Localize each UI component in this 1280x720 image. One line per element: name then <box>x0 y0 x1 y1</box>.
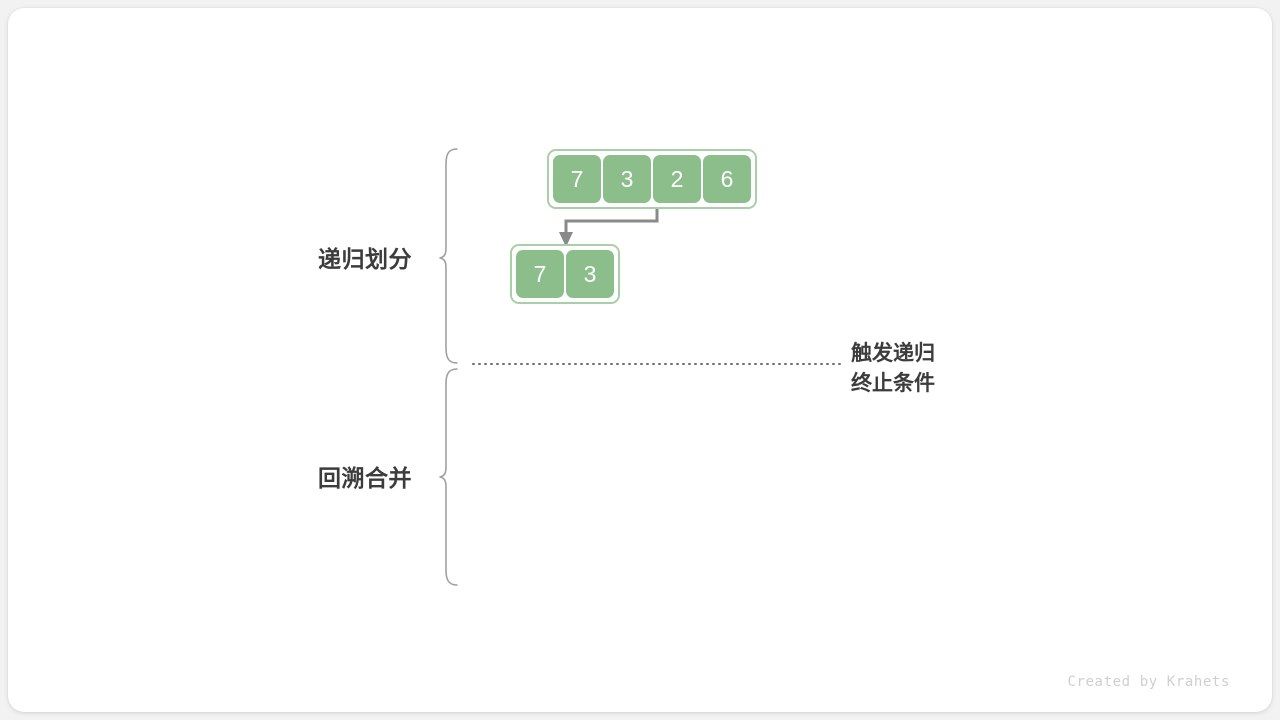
stage-label-merge: 回溯合并 <box>318 465 412 491</box>
divide-arrow <box>559 206 659 247</box>
diagram-card: 递归划分 回溯合并 触发递归 终止条件 7 3 2 6 7 3 Created … <box>8 8 1272 712</box>
array-top: 7 3 2 6 <box>547 149 757 209</box>
array-cell: 2 <box>653 155 701 203</box>
brace-merge <box>439 368 458 586</box>
footer-credit: Created by Krahets <box>1067 674 1230 690</box>
brace-divide <box>439 148 458 364</box>
array-cell: 7 <box>516 250 564 298</box>
array-cell: 7 <box>553 155 601 203</box>
base-case-annotation: 触发递归 终止条件 <box>851 339 935 399</box>
base-case-annotation-line2: 终止条件 <box>851 372 935 395</box>
base-case-annotation-line1: 触发递归 <box>851 342 935 365</box>
array-cell: 3 <box>603 155 651 203</box>
array-bottom: 7 3 <box>510 244 620 304</box>
array-cell: 3 <box>566 250 614 298</box>
stage-label-divide: 递归划分 <box>318 246 412 272</box>
array-cell: 6 <box>703 155 751 203</box>
diagram-canvas <box>439 148 845 586</box>
